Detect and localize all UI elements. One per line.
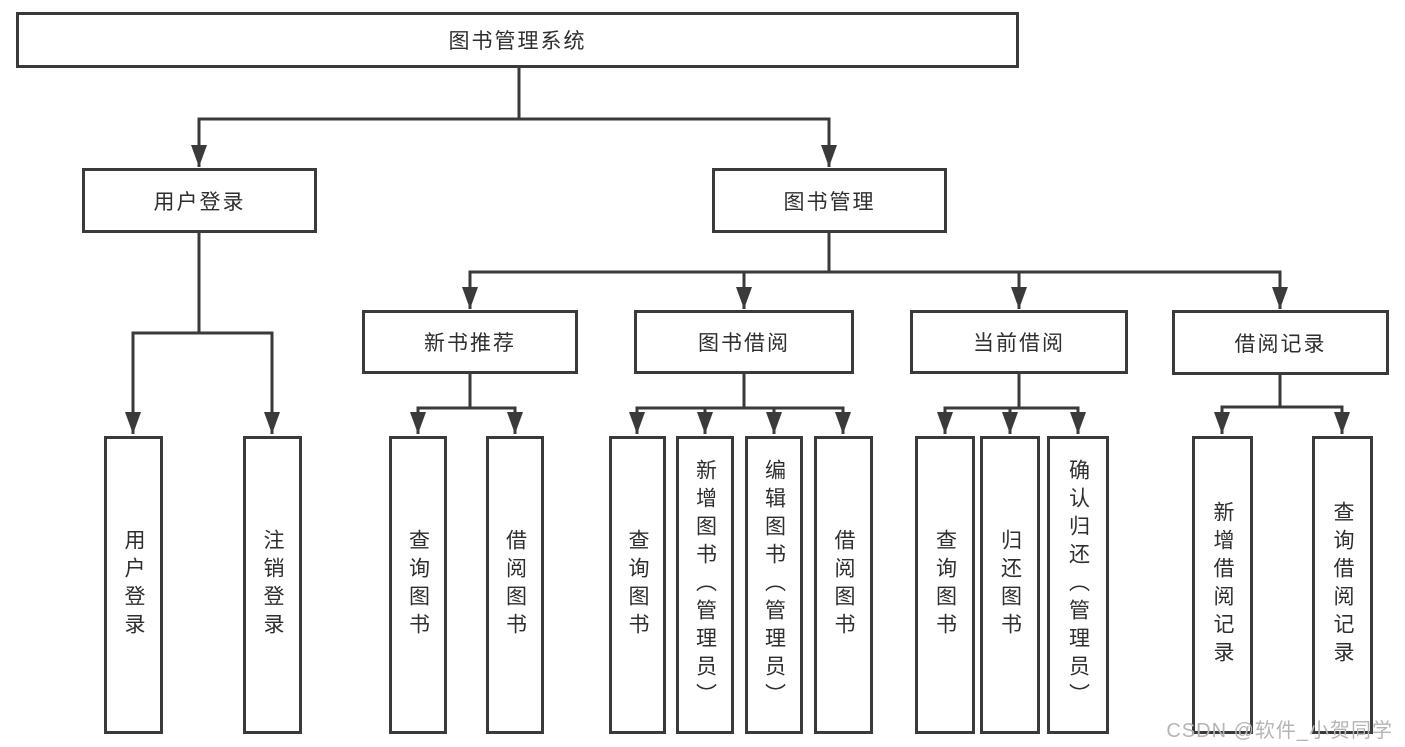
branch-node-book-management: 图书管理 bbox=[712, 168, 947, 233]
root-node-library-system: 图书管理系统 bbox=[16, 12, 1019, 68]
leaf-label: 用户登录 bbox=[122, 529, 145, 641]
leaf-node-query-books-recommend: 查询图书 bbox=[389, 436, 447, 734]
watermark-text: CSDN @软件_小贺同学 bbox=[1166, 720, 1393, 742]
leaf-node-query-books-current: 查询图书 bbox=[915, 436, 975, 734]
leaf-label: 新增图书（管理员） bbox=[693, 459, 717, 711]
leaf-label: 查询图书 bbox=[933, 529, 957, 641]
leaf-node-add-book-admin: 新增图书（管理员） bbox=[676, 436, 734, 734]
leaf-node-query-books-borrow: 查询图书 bbox=[609, 436, 666, 734]
leaf-label: 借阅图书 bbox=[503, 529, 527, 641]
leaf-node-add-borrow-record: 新增借阅记录 bbox=[1192, 436, 1253, 734]
leaf-node-user-login: 用户登录 bbox=[104, 436, 163, 734]
leaf-node-borrow-books: 借阅图书 bbox=[814, 436, 873, 734]
module-node-current-borrow: 当前借阅 bbox=[910, 310, 1128, 374]
leaf-node-logout: 注销登录 bbox=[243, 436, 302, 734]
module-node-new-book-recommend: 新书推荐 bbox=[362, 310, 578, 374]
leaf-label: 查询图书 bbox=[406, 529, 430, 641]
leaf-label: 注销登录 bbox=[261, 529, 284, 641]
module-node-book-borrow: 图书借阅 bbox=[634, 310, 854, 374]
leaf-label: 新增借阅记录 bbox=[1211, 501, 1234, 669]
module-node-borrow-records: 借阅记录 bbox=[1172, 310, 1389, 375]
leaf-node-query-borrow-record: 查询借阅记录 bbox=[1312, 436, 1373, 734]
leaf-label: 查询借阅记录 bbox=[1331, 501, 1354, 669]
leaf-node-edit-book-admin: 编辑图书（管理员） bbox=[745, 436, 803, 734]
leaf-label: 确认归还（管理员） bbox=[1066, 459, 1090, 711]
leaf-node-confirm-return-admin: 确认归还（管理员） bbox=[1047, 436, 1109, 734]
leaf-node-borrow-books-recommend: 借阅图书 bbox=[486, 436, 544, 734]
leaf-label: 查询图书 bbox=[626, 529, 649, 641]
leaf-label: 编辑图书（管理员） bbox=[762, 459, 786, 711]
leaf-label: 借阅图书 bbox=[832, 529, 855, 641]
branch-node-user-login: 用户登录 bbox=[82, 168, 317, 233]
leaf-label: 归还图书 bbox=[998, 529, 1022, 641]
leaf-node-return-books: 归还图书 bbox=[980, 436, 1040, 734]
